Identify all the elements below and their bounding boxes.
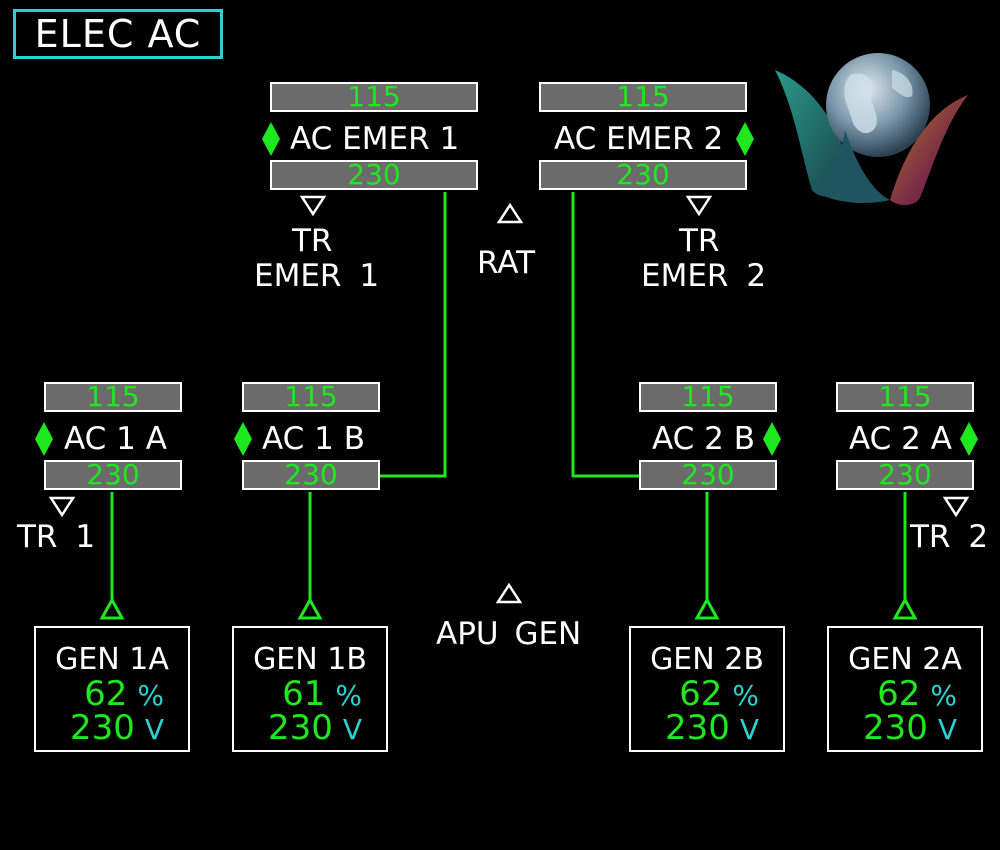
tr2-label: TR 2 [910,519,989,555]
gen-2b-box: GEN 2B 62% 230 V [629,626,785,752]
gen-2a-name: GEN 2A [848,642,962,677]
ac-emer2-top-value: 115 [539,82,747,112]
ac1a-diamond-icon [35,422,53,456]
gen-1a-percent-unit: % [137,679,164,712]
line-emer1-to-ac1b [379,192,447,478]
ac-emer2-label: AC EMER 2 [554,121,724,157]
ac1b-bottom-value: 230 [242,460,380,490]
apu-gen-up-triangle-icon [495,582,523,604]
ac1a-label: AC 1 A [64,421,167,457]
ac-emer1-top-value: 115 [270,82,478,112]
ac-emer2-bottom-value: 230 [539,160,747,190]
gen-2a-percent: 62 [877,674,921,714]
gen-1b-volts: 230 [267,708,333,748]
page-title: ELEC AC [13,9,223,59]
gen-1a-percent: 62 [84,674,128,714]
gen-1b-percent: 61 [282,674,326,714]
ac2b-diamond-icon [763,422,781,456]
tr1-down-triangle-icon [48,496,76,518]
apu-gen-label: APU GEN [436,616,582,652]
ac-emer2-diamond-icon [736,122,754,156]
ac-emer1-bottom-value: 230 [270,160,478,190]
ac2b-top-value: 115 [639,382,777,412]
rat-up-triangle-icon [496,202,524,224]
tr1-label: TR 1 [17,519,96,555]
gen-1b-name: GEN 1B [253,642,367,677]
ac-emer1-label: AC EMER 1 [290,121,460,157]
gen-1a-box: GEN 1A 62% 230 V [34,626,190,752]
gen-2a-volts: 230 [862,708,928,748]
gen-2b-volts-unit: V [739,713,759,746]
ac-emer1-diamond-icon [262,122,280,156]
gen-1a-volts-unit: V [144,713,164,746]
ac1b-top-value: 115 [242,382,380,412]
gen-2b-percent: 62 [679,674,723,714]
gen-2b-volts: 230 [664,708,730,748]
gen-2a-box: GEN 2A 62% 230 V [827,626,983,752]
gen-1b-box: GEN 1B 61% 230 V [232,626,388,752]
gen-1a-name: GEN 1A [55,642,169,677]
tr2-down-triangle-icon [942,496,970,518]
tr-emer2-label-line1: TR [679,223,720,259]
ac2b-bottom-value: 230 [639,460,777,490]
ac2b-label: AC 2 B [652,421,756,457]
gen2a-up-triangle-icon [892,596,918,620]
line-emer2-to-ac2b [571,192,640,478]
gen-1a-volts: 230 [69,708,135,748]
gen2b-up-triangle-icon [694,596,720,620]
gen-2a-volts-unit: V [937,713,957,746]
gen1a-up-triangle-icon [99,596,125,620]
tr-emer1-label-line1: TR [292,223,333,259]
gen-2b-percent-unit: % [732,679,759,712]
gen1b-up-triangle-icon [297,596,323,620]
ac2a-bottom-value: 230 [836,460,974,490]
globe-logo-icon [775,53,968,206]
ac2a-diamond-icon [960,422,978,456]
tr-emer2-label-line2: EMER 2 [641,258,767,294]
ac1b-label: AC 1 B [262,421,366,457]
rat-label: RAT [477,245,536,281]
ac2a-top-value: 115 [836,382,974,412]
tr-emer1-label-line2: EMER 1 [254,258,380,294]
gen-2a-percent-unit: % [930,679,957,712]
ac1b-diamond-icon [234,422,252,456]
ac2a-label: AC 2 A [849,421,952,457]
gen-1b-volts-unit: V [342,713,362,746]
ac1a-top-value: 115 [44,382,182,412]
gen-1b-percent-unit: % [335,679,362,712]
gen-2b-name: GEN 2B [650,642,764,677]
ac1a-bottom-value: 230 [44,460,182,490]
tr-emer1-down-triangle-icon [299,195,327,217]
tr-emer2-down-triangle-icon [685,195,713,217]
